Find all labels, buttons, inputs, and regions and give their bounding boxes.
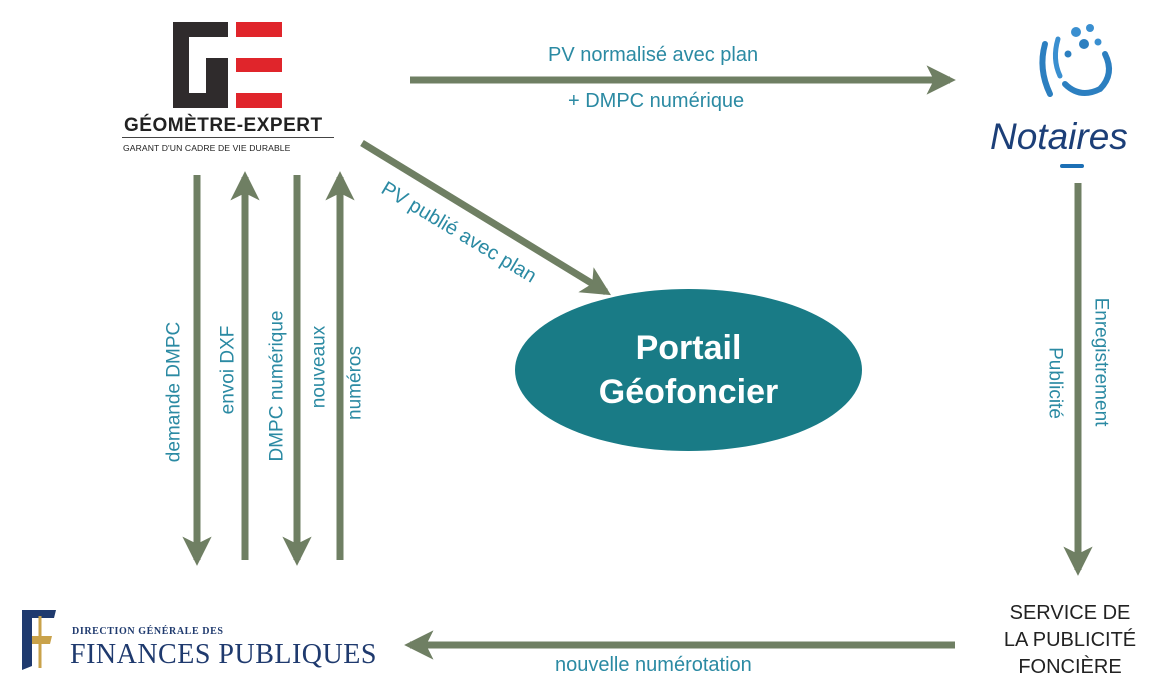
- label-demande-dmpc: demande DMPC: [163, 321, 185, 463]
- label-nouvelle-numerotation: nouvelle numérotation: [555, 654, 752, 676]
- spf-line-3: FONCIÈRE: [1018, 656, 1122, 678]
- notaires-wordmark: Notaires: [990, 116, 1128, 157]
- dgfip-monogram-icon: [22, 610, 56, 670]
- service-publicite-fonciere-node: SERVICE DE LA PUBLICITÉ FONCIÈRE: [985, 600, 1155, 681]
- portal-line-1: Portail: [635, 329, 742, 367]
- label-pv-normalise: PV normalisé avec plan: [548, 44, 759, 66]
- notaires-emblem-icon: [1039, 24, 1112, 97]
- geometre-expert-subtitle: GARANT D'UN CADRE DE VIE DURABLE: [123, 143, 291, 153]
- spf-line-2: LA PUBLICITÉ: [1003, 629, 1137, 651]
- dgfip-direction-text: DIRECTION GÉNÉRALE DES: [72, 626, 224, 637]
- label-enregistrement: Enregistrement: [1090, 297, 1112, 427]
- geometre-expert-title: GÉOMÈTRE-EXPERT: [124, 115, 323, 136]
- spf-line-1: SERVICE DE: [1009, 602, 1131, 624]
- label-envoi-dxf: envoi DXF: [217, 325, 239, 415]
- geometre-expert-logo: GÉOMÈTRE-EXPERT GARANT D'UN CADRE DE VIE…: [118, 18, 338, 158]
- notaires-underline: [1060, 164, 1084, 168]
- label-nouveaux: nouveaux: [308, 325, 330, 409]
- label-publicite: Publicité: [1044, 347, 1066, 419]
- arrow-ge-to-portal: [360, 140, 612, 296]
- label-dmpc-numerique-top: + DMPC numérique: [568, 90, 745, 112]
- geometre-expert-rule: [122, 137, 334, 138]
- dgfip-finances-text: FINANCES PUBLIQUES: [70, 639, 377, 670]
- notaires-logo: Notaires: [990, 14, 1160, 168]
- portal-line-2: Géofoncier: [598, 373, 779, 411]
- dgfip-logo: DIRECTION GÉNÉRALE DES FINANCES PUBLIQUE…: [14, 604, 384, 678]
- portail-geofoncier-node: Portail Géofoncier: [515, 289, 862, 451]
- label-dmpc-numerique: DMPC numérique: [266, 310, 288, 462]
- label-numeros: numéros: [344, 346, 366, 420]
- ge-monogram-icon: [173, 22, 282, 108]
